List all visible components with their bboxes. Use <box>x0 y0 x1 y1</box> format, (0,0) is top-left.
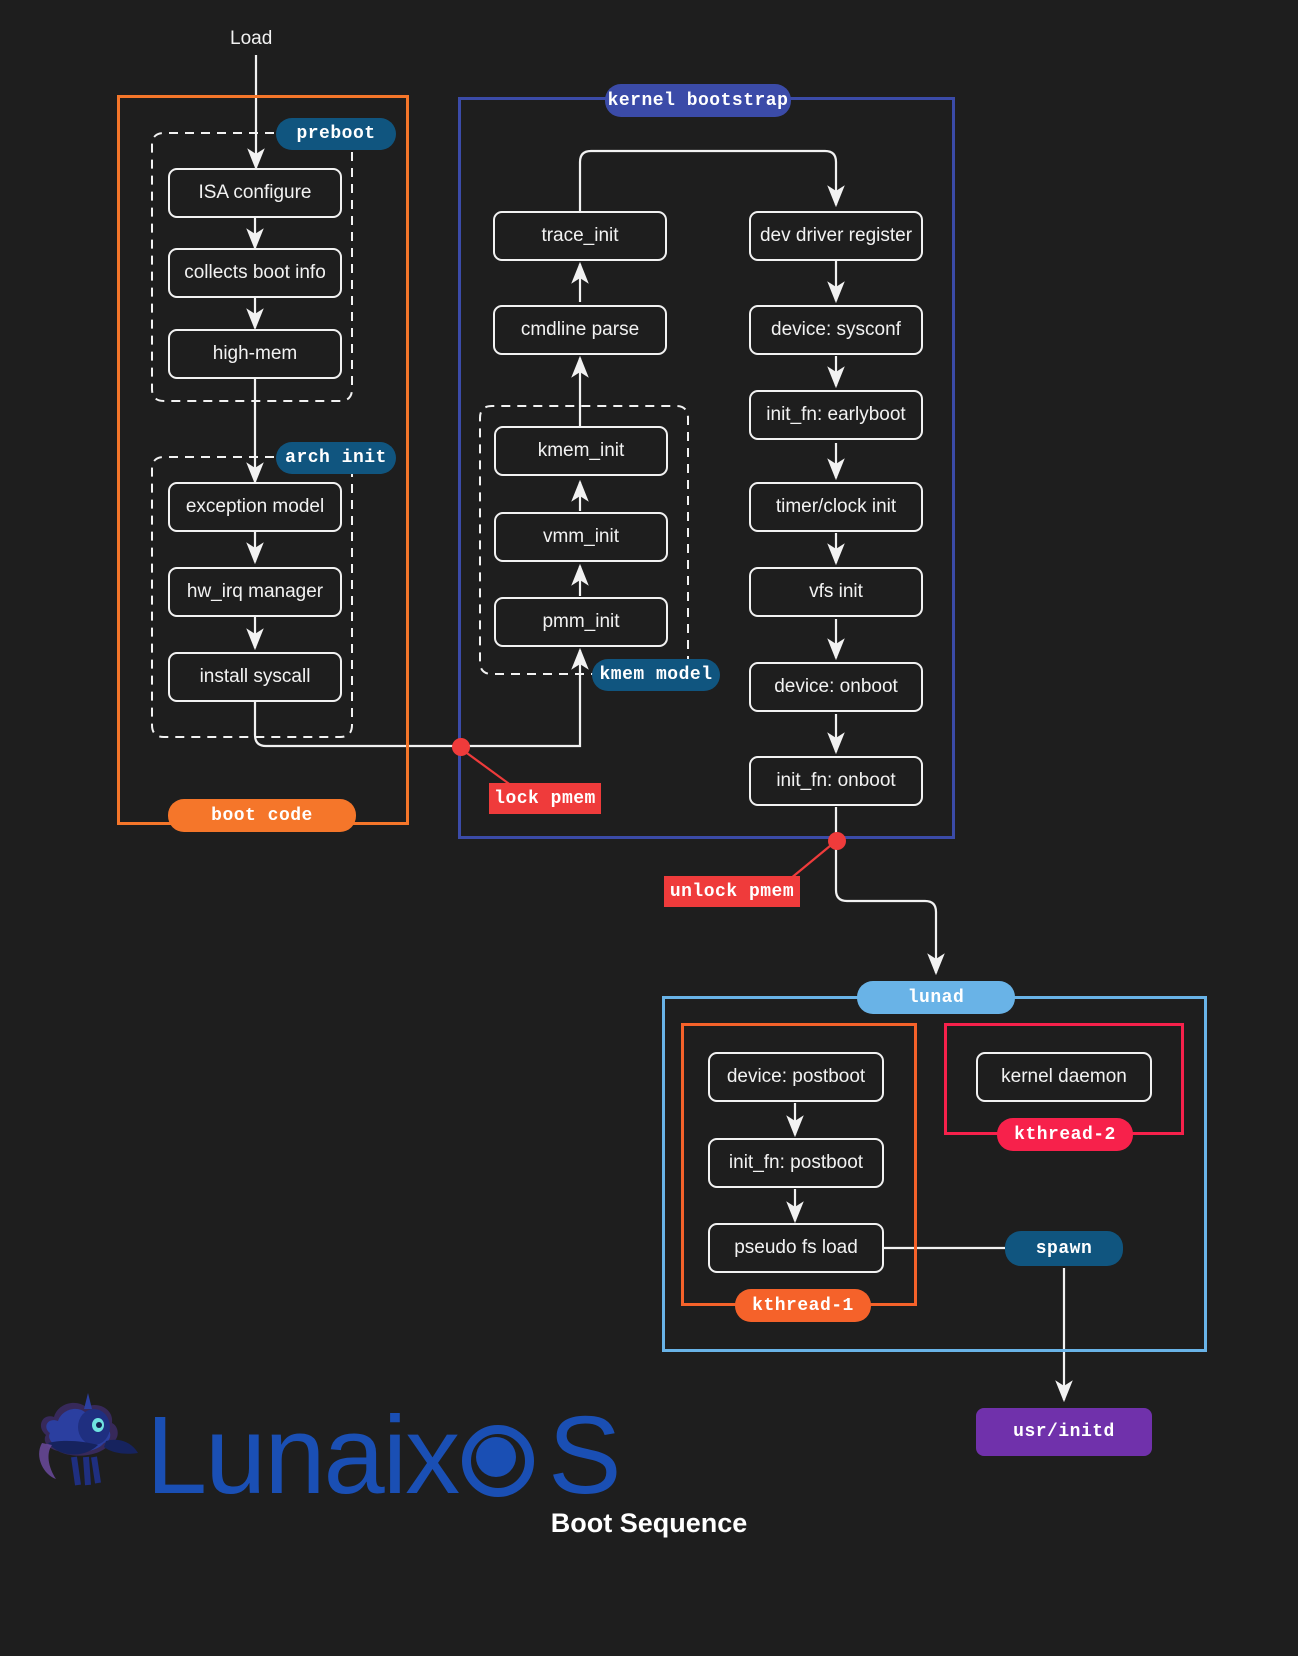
node-device-onboot[interactable]: device: onboot <box>749 662 923 712</box>
entry-label: Load <box>230 28 273 49</box>
tag-spawn: spawn <box>1005 1231 1123 1266</box>
brand-moon-o <box>458 1415 548 1507</box>
tag-kthread-2: kthread-2 <box>997 1118 1133 1151</box>
tag-arch-init: arch init <box>276 442 396 474</box>
tag-kmem-model: kmem model <box>592 659 720 691</box>
page-title: Boot Sequence <box>550 1508 748 1538</box>
brand-text-lunaix: Lunaix <box>146 1394 460 1517</box>
node-hw-irq-manager[interactable]: hw_irq manager <box>168 567 342 617</box>
node-high-mem[interactable]: high-mem <box>168 329 342 379</box>
node-device-sysconf[interactable]: device: sysconf <box>749 305 923 355</box>
tag-boot-code: boot code <box>168 799 356 832</box>
node-vmm-init[interactable]: vmm_init <box>494 512 668 562</box>
tag-lunad: lunad <box>857 981 1015 1014</box>
luna-pony-mascot <box>39 1393 138 1486</box>
lock-pmem-marker-dot <box>452 738 470 756</box>
node-trace-init[interactable]: trace_init <box>493 211 667 261</box>
node-dev-driver-register[interactable]: dev driver register <box>749 211 923 261</box>
node-pseudo-fs-load[interactable]: pseudo fs load <box>708 1223 884 1273</box>
tag-kthread-1: kthread-1 <box>735 1289 871 1322</box>
brand-text-s: S <box>548 1394 621 1517</box>
node-usr-initd[interactable]: usr/initd <box>976 1408 1152 1456</box>
node-device-postboot[interactable]: device: postboot <box>708 1052 884 1102</box>
node-exception-model[interactable]: exception model <box>168 482 342 532</box>
tag-kernel-bootstrap: kernel bootstrap <box>605 84 791 117</box>
brand-wordmark: Lunaix S <box>146 1392 622 1519</box>
node-kmem-init[interactable]: kmem_init <box>494 426 668 476</box>
tag-unlock-pmem: unlock pmem <box>664 876 800 907</box>
node-collects-boot-info[interactable]: collects boot info <box>168 248 342 298</box>
unlock-pmem-marker-dot <box>828 832 846 850</box>
node-cmdline-parse[interactable]: cmdline parse <box>493 305 667 355</box>
node-init-fn-postboot[interactable]: init_fn: postboot <box>708 1138 884 1188</box>
tag-lock-pmem: lock pmem <box>489 783 601 814</box>
node-init-fn-earlyboot[interactable]: init_fn: earlyboot <box>749 390 923 440</box>
node-kernel-daemon[interactable]: kernel daemon <box>976 1052 1152 1102</box>
node-vfs-init[interactable]: vfs init <box>749 567 923 617</box>
node-install-syscall[interactable]: install syscall <box>168 652 342 702</box>
node-isa-configure[interactable]: ISA configure <box>168 168 342 218</box>
node-timer-clock-init[interactable]: timer/clock init <box>749 482 923 532</box>
node-pmm-init[interactable]: pmm_init <box>494 597 668 647</box>
node-init-fn-onboot[interactable]: init_fn: onboot <box>749 756 923 806</box>
tag-preboot: preboot <box>276 118 396 150</box>
